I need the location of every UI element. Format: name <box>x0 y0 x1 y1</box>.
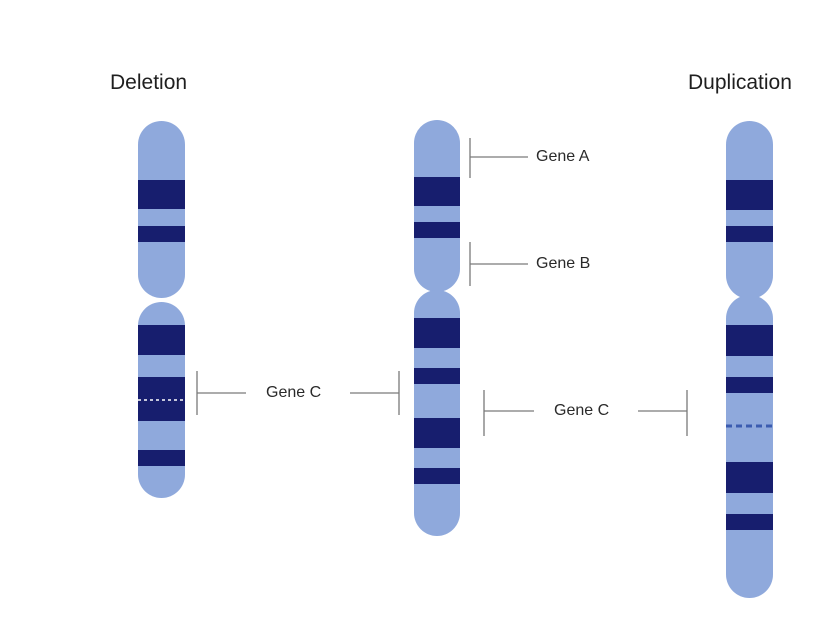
band <box>726 377 773 393</box>
band <box>414 177 460 206</box>
band <box>414 222 460 238</box>
deletion-title: Deletion <box>110 71 188 94</box>
gene-a-label: Gene A <box>536 148 590 165</box>
band <box>726 180 773 210</box>
band <box>138 180 185 209</box>
band <box>726 462 773 493</box>
gene-c-label-left: Gene C <box>266 384 322 401</box>
band <box>414 468 460 484</box>
gene-b-bracket <box>469 242 528 286</box>
band <box>414 418 460 448</box>
band <box>138 377 185 421</box>
gene-c-bracket-right <box>483 390 688 436</box>
gene-c-bracket-left <box>196 371 400 415</box>
duplication-chromosome <box>726 121 773 598</box>
band <box>414 318 460 348</box>
deletion-chromosome <box>138 121 185 498</box>
band <box>138 325 185 355</box>
band <box>138 226 185 242</box>
duplication-title: Duplication <box>688 71 792 94</box>
band <box>138 450 185 466</box>
band <box>726 514 773 530</box>
normal-chromosome <box>414 120 460 536</box>
band <box>726 226 773 242</box>
deletion-upper-arm <box>138 121 185 298</box>
gene-a-bracket <box>469 138 528 178</box>
gene-b-label: Gene B <box>536 255 591 272</box>
gene-c-label-right: Gene C <box>554 402 610 419</box>
band <box>726 325 773 356</box>
band <box>414 368 460 384</box>
